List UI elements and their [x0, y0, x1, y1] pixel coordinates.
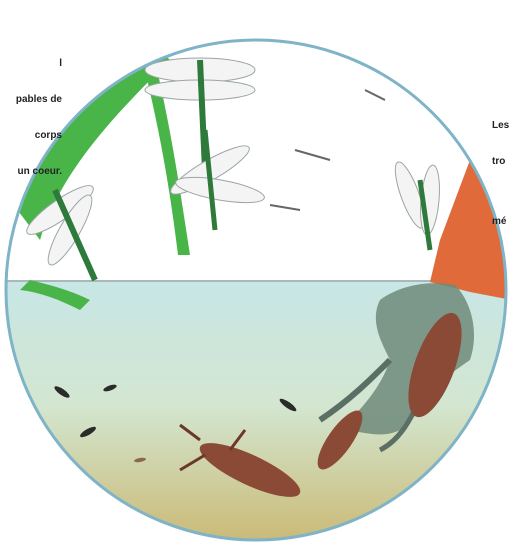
caption-left-line: un coeur. — [0, 166, 62, 178]
caption-left: l pables de corps un coeur. — [0, 34, 62, 202]
caption-left-line: pables de — [0, 94, 62, 106]
caption-right: Les tro mé — [492, 96, 512, 252]
caption-right-line: Les — [492, 120, 512, 132]
caption-left-line: corps — [0, 130, 62, 142]
caption-left-line: l — [0, 58, 62, 70]
caption-right-line: mé — [492, 216, 512, 228]
caption-right-line: tro — [492, 156, 512, 168]
